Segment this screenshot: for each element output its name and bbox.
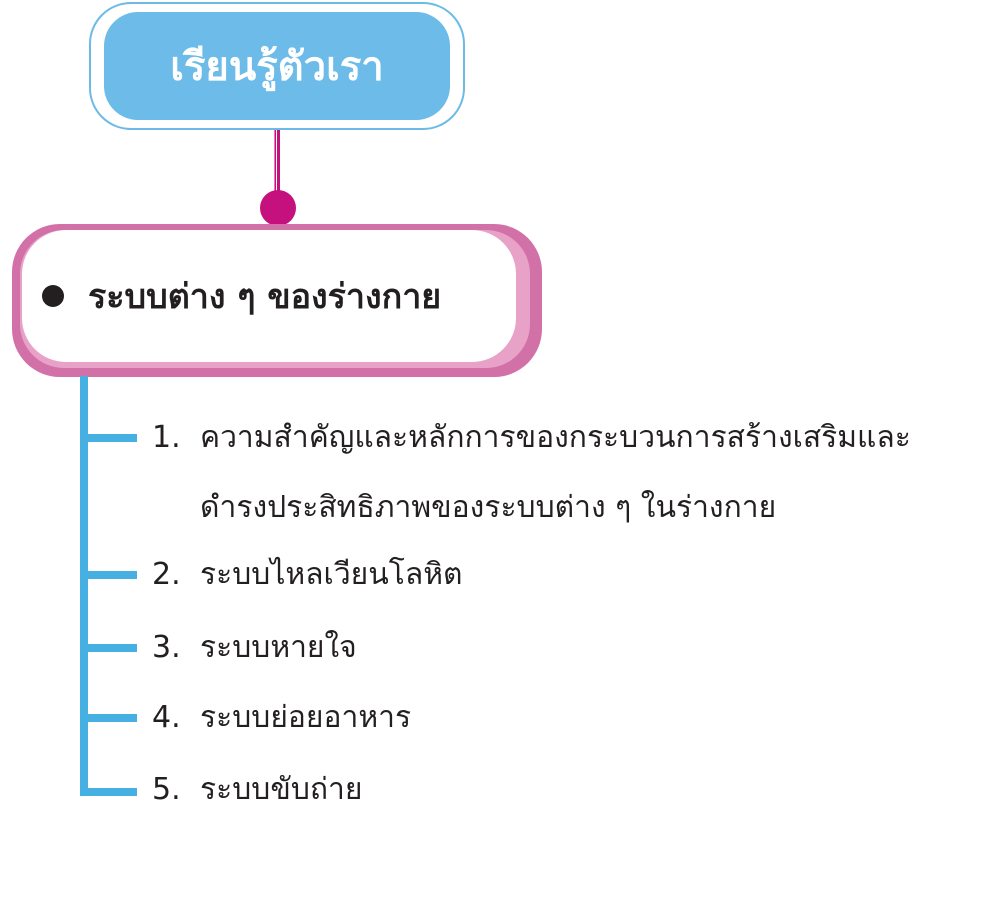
list-item-3: 3. ระบบหายใจ [152,630,357,666]
tree-branch-2 [80,571,137,579]
tree-branch-1 [80,434,137,442]
list-item-2: 2. ระบบไหลเวียนโลหิต [152,557,463,593]
tree-trunk [80,376,88,796]
list-item-number: 2. [152,557,181,592]
list-item-4: 4. ระบบย่อยอาหาร [152,700,411,736]
connector-line [274,130,280,200]
list-item-5: 5. ระบบขับถ่าย [152,772,362,808]
bullet-icon [42,285,64,307]
list-item-text: ระบบไหลเวียนโลหิต [200,557,463,592]
tree-branch-4 [80,714,137,722]
section-label: ระบบต่าง ๆ ของร่างกาย [88,277,442,317]
section-node: ระบบต่าง ๆ ของร่างกาย [22,230,516,362]
list-item-number: 3. [152,630,181,665]
list-item-text: ระบบย่อยอาหาร [200,700,412,735]
title-text: เรียนรู้ตัวเรา [170,44,384,90]
tree-branch-3 [80,644,137,652]
list-item-number: 1. [152,420,181,455]
list-item-text: ความสำคัญและหลักการของกระบวนการสร้างเสริ… [200,420,911,455]
list-item-text: ระบบหายใจ [200,630,357,665]
connector-dot [260,190,296,226]
list-item-text: ระบบขับถ่าย [200,772,363,807]
list-item-number: 4. [152,700,181,735]
list-item-1: 1. ความสำคัญและหลักการของกระบวนการสร้างเส… [152,420,911,456]
tree-branch-5 [80,788,137,796]
list-item-number: 5. [152,772,181,807]
title-node: เรียนรู้ตัวเรา [104,12,450,120]
list-item-1-continuation: ดำรงประสิทธิภาพของระบบต่าง ๆ ในร่างกาย [200,490,777,525]
